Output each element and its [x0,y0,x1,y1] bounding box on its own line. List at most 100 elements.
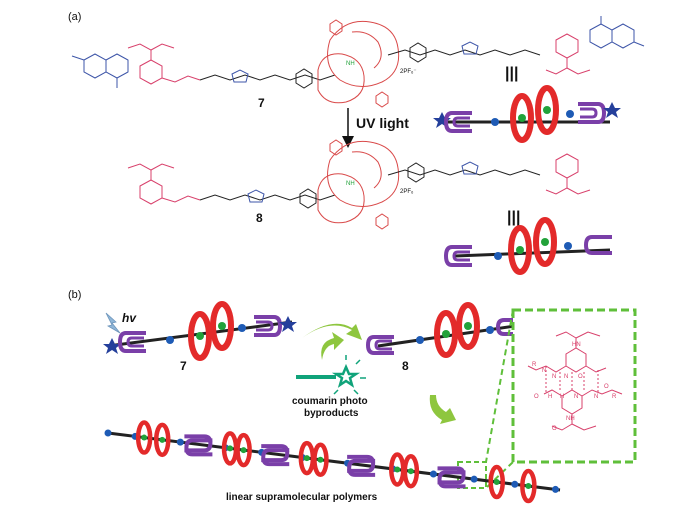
svg-text:R: R [612,394,617,400]
clip-right-7-b [254,315,283,337]
polymer-clip [184,434,213,453]
clip-left-8-b [365,335,394,355]
clip-right-inner-7-b [256,320,274,332]
bead-7a-1 [491,118,499,126]
polymer-ring [153,422,171,458]
svg-text:NH: NH [566,416,575,422]
svg-text:H: H [560,394,564,400]
svg-text:R: R [532,362,537,368]
ring-7b-2 [210,301,234,351]
zoom-source-box [457,461,487,489]
core-8a-2 [541,238,549,246]
polymer-ring-core [141,434,148,441]
bead-7b-2 [238,324,246,332]
bead-7a-2 [566,110,574,118]
polymer-ring-core [227,445,234,452]
polymer-bead [511,480,519,488]
zoom-box [511,308,637,464]
linker-left-7 [199,74,336,81]
equiv-sign-2: ||| [507,209,520,226]
polymer-ring [312,442,329,478]
polymer-clip-pair [347,458,376,477]
ring-8a-2 [533,217,557,267]
clip-left-8-a [443,245,472,267]
uv-light-label: UV light [356,115,409,131]
polymer-clip [437,466,466,485]
green-arrow-left [321,332,344,360]
polymer-clip-pair [184,438,213,457]
panel-a-label: (a) [68,11,81,23]
upy-right-8 [545,153,591,195]
coumarin-label-1: coumarin photo [292,396,368,407]
svg-text:O: O [534,394,539,400]
clip-left-inner-7-a [452,116,470,128]
structure-7: NH [71,16,645,108]
crown-ether-8 [317,139,400,230]
axle-8-a [454,248,611,258]
core-8b-2 [464,322,472,330]
polymer-ring-core [394,466,401,473]
linker-right-8 [387,169,541,176]
polymer-bead [551,485,559,493]
svg-text:N: N [552,374,556,380]
triazole-right-7 [461,41,479,55]
bead-7b-1 [166,336,174,344]
core-7a-1 [518,114,526,122]
bead-8a-1 [494,252,502,260]
core-7b-1 [196,332,204,340]
upy-dimer [527,331,623,431]
svg-text:O: O [604,384,609,390]
clip-right-inner-7-a [580,107,598,119]
linker-left-8 [199,194,336,201]
svg-text:N: N [542,368,546,374]
polymer-bead [104,429,112,437]
lightning-icon [105,312,121,334]
upy-right [545,33,591,75]
phenyl-right-7 [409,42,427,63]
svg-text:H: H [548,394,552,400]
svg-text:O: O [552,426,557,432]
polymer-ring [402,453,420,489]
polymer-clip-pair [261,448,290,467]
counterion-8: 2PF₆ [400,189,414,195]
polymer-ring [520,468,537,504]
clip-right-8-b [495,318,520,336]
polymer-ring-core [407,468,414,475]
phenyl-left-8 [299,188,317,209]
linker-right-7 [387,49,541,56]
compound-7b-label: 7 [180,359,187,373]
polymer-ring [488,464,505,500]
phenyl-left-7 [295,68,313,89]
compound-7-label: 7 [258,96,265,110]
polymer-ring-core [317,456,324,463]
ring-7b-1 [188,311,212,361]
cartoon-8-a [443,217,612,275]
compound-8-label: 8 [256,211,263,225]
clip-left-inner-7-b [126,336,144,348]
bead-8b-2 [486,326,494,334]
core-8a-1 [516,246,524,254]
polymer-clip [261,444,290,463]
polymer-ring-core [525,483,532,490]
polymer-clip-pair [437,470,466,489]
polymer-bead [429,470,437,478]
clip-left-7-a [443,111,472,133]
byproduct-icon [296,355,366,395]
svg-text:N: N [574,394,578,400]
zoom-connector-top [485,309,514,463]
polymer-clip [347,454,376,473]
panel-b-label: (b) [68,289,81,301]
polymer-label: linear supramolecular polymers [226,492,378,503]
cartoon-7-b [103,301,297,361]
ammonium-8: NH [346,181,355,187]
cartoon-8-b [365,302,520,358]
counterion-7: 2PF₆⁻ [400,69,417,75]
clip-left-inner-8-b [374,339,392,351]
polymer-bead [470,475,478,483]
svg-text:N: N [564,374,568,380]
hv-label: hv [122,311,137,325]
coumarin-label-2: byproducts [304,408,359,419]
coumarin-right [589,16,645,49]
